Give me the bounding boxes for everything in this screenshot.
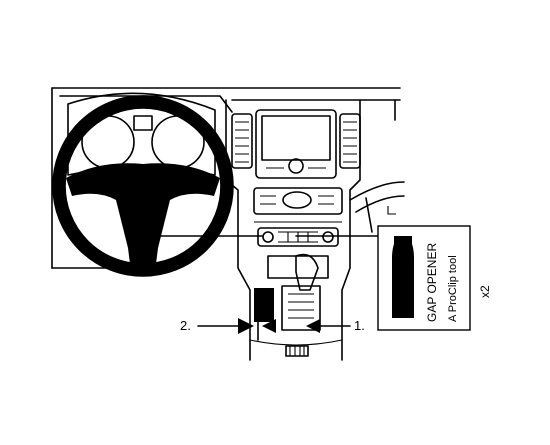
steering-wheel xyxy=(52,95,234,277)
mounting-bracket xyxy=(254,288,274,322)
tool-quantity: x2 xyxy=(478,285,492,298)
passenger-side xyxy=(349,181,405,233)
gap-opener-tool-icon xyxy=(392,236,414,318)
left-air-vent xyxy=(231,113,253,169)
gear-shift-area xyxy=(281,285,321,331)
step-2-arrow xyxy=(197,318,276,341)
climate-panel xyxy=(257,227,339,247)
step-1-label: 1. xyxy=(354,318,365,333)
right-air-vent xyxy=(339,113,361,169)
center-console xyxy=(225,99,361,361)
tool-title: GAP OPENER xyxy=(425,243,439,322)
audio-unit xyxy=(253,187,343,215)
navigation-screen xyxy=(255,109,337,179)
step-2-label: 2. xyxy=(180,318,191,333)
tool-subtitle: A ProClip tool xyxy=(447,255,459,322)
gap-opener-callout: GAP OPENER A ProClip tool xyxy=(377,225,471,331)
step-1-arrow xyxy=(306,319,351,333)
